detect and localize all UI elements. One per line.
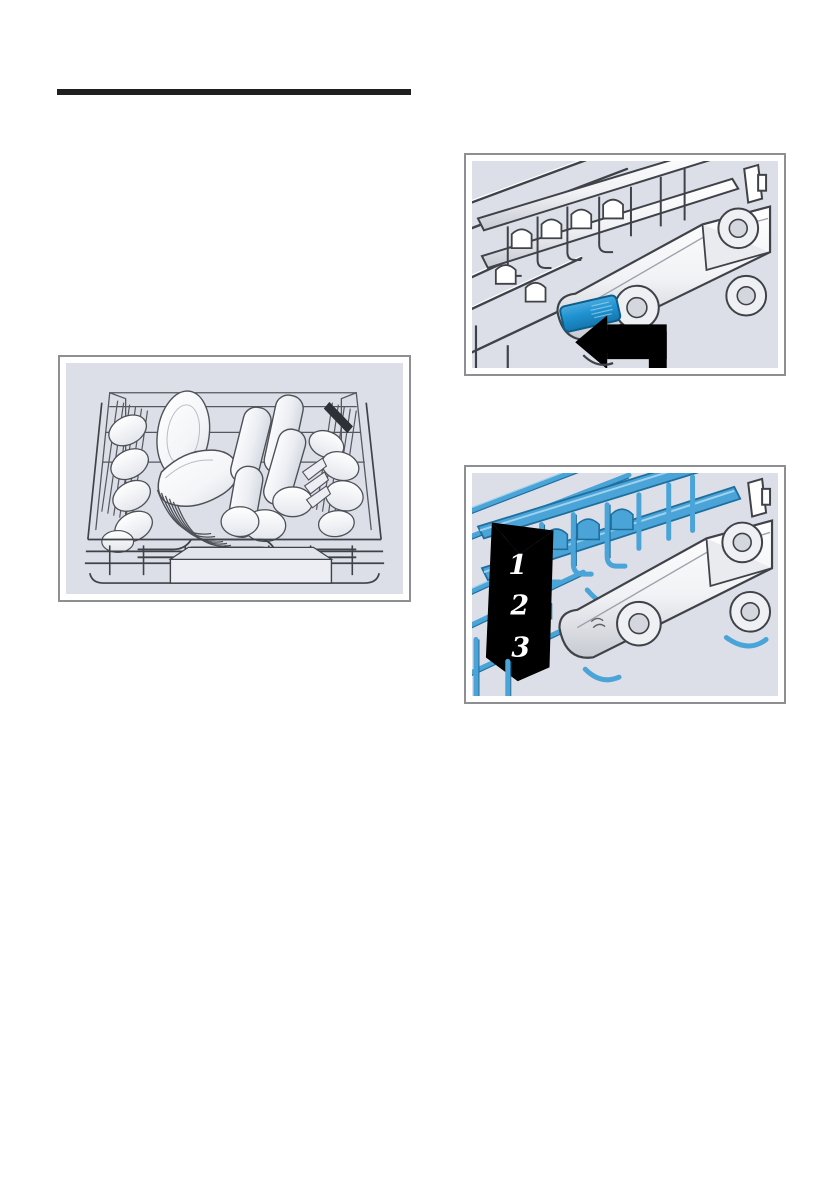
position-label-2: 2: [509, 591, 529, 622]
basket-illustration: [66, 363, 403, 594]
figure-rack-height-lever: [464, 153, 786, 376]
figure-canvas: 1 2 3: [472, 473, 778, 696]
lever-illustration: [472, 161, 778, 368]
figure-dishwasher-basket-loaded: [58, 355, 411, 602]
section-rule: [57, 89, 411, 95]
heights-illustration: 1 2 3: [472, 473, 778, 696]
position-label-3: 3: [511, 632, 530, 663]
figure-rack-height-positions: 1 2 3: [464, 465, 786, 704]
figure-canvas: [472, 161, 778, 368]
position-label-1: 1: [508, 550, 527, 581]
height-arrow: [485, 522, 554, 682]
push-arrow: [575, 315, 667, 368]
figure-canvas: [66, 363, 403, 594]
